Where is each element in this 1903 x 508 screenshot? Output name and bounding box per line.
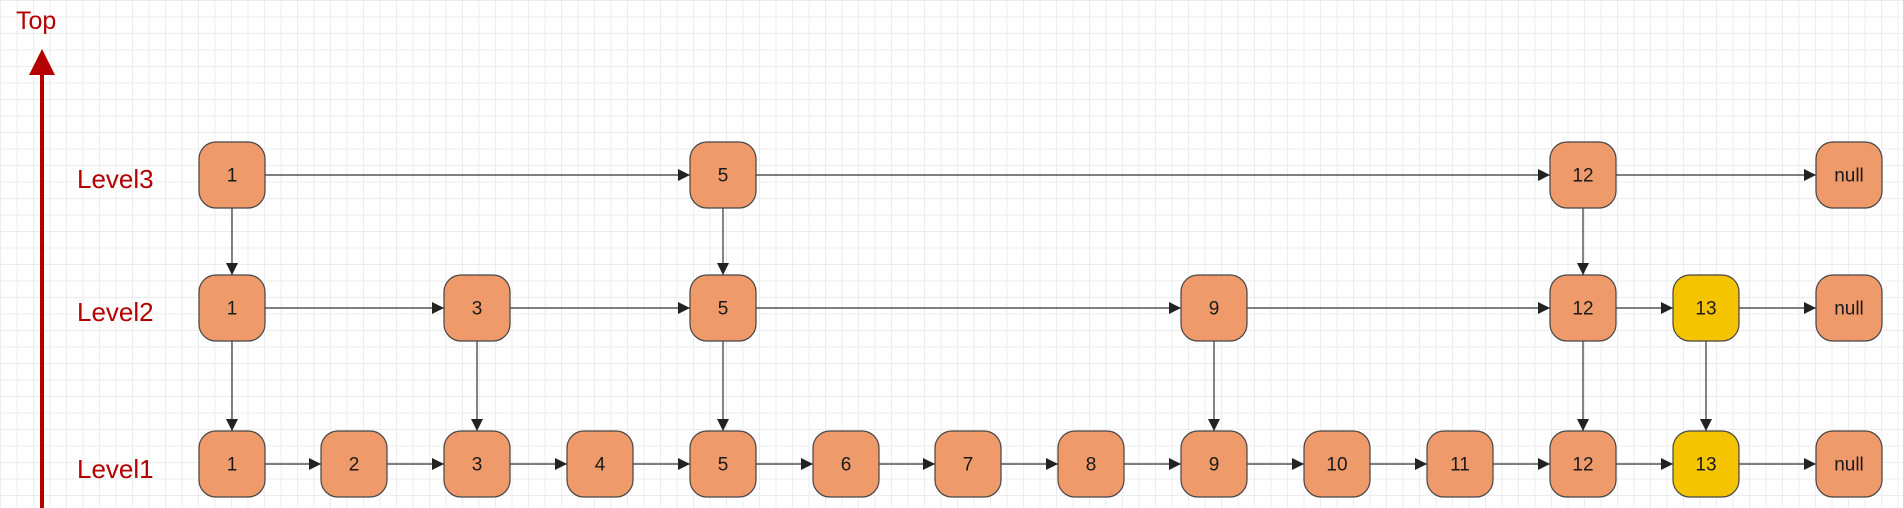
node-box [1549,430,1617,498]
node-label: 8 [1086,455,1097,476]
node-label: 6 [841,455,852,476]
node-6-level1: 6 [812,430,880,498]
node-box [1549,141,1617,209]
node-box [1180,430,1248,498]
node-box [443,274,511,342]
node-box [198,274,266,342]
node-label: null [1834,299,1864,320]
node-box [1057,430,1125,498]
node-null-level1: null [1815,430,1883,498]
node-13-level2: 13 [1672,274,1740,342]
node-label: 3 [472,299,483,320]
node-4-level1: 4 [566,430,634,498]
node-box [1815,430,1883,498]
node-label: 3 [472,455,483,476]
edges [226,169,1816,470]
node-5-level3: 5 [689,141,757,209]
node-label: 11 [1450,455,1470,476]
node-box [566,430,634,498]
node-box [934,430,1002,498]
level1-label: Level1 [77,454,154,484]
node-12-level3: 12 [1549,141,1617,209]
node-label: 1 [227,166,238,187]
node-box [1549,274,1617,342]
node-3-level1: 3 [443,430,511,498]
node-box [689,141,757,209]
node-label: 1 [227,455,238,476]
node-9-level1: 9 [1180,430,1248,498]
node-1-level2: 1 [198,274,266,342]
node-label: 5 [718,299,729,320]
node-box [689,274,757,342]
node-box [1815,141,1883,209]
highlighted-node-box [1672,274,1740,342]
node-box [1815,274,1883,342]
node-1-level1: 1 [198,430,266,498]
node-10-level1: 10 [1303,430,1371,498]
node-11-level1: 11 [1426,430,1494,498]
node-box [198,430,266,498]
node-label: null [1834,166,1864,187]
node-label: null [1834,455,1864,476]
node-label: 10 [1326,455,1347,476]
node-12-level2: 12 [1549,274,1617,342]
node-box [1180,274,1248,342]
top-axis-label: Top [16,7,56,35]
node-12-level1: 12 [1549,430,1617,498]
node-box [1303,430,1371,498]
node-null-level3: null [1815,141,1883,209]
node-box [320,430,388,498]
node-box [443,430,511,498]
node-1-level3: 1 [198,141,266,209]
node-null-level2: null [1815,274,1883,342]
level2-label: Level2 [77,297,154,327]
node-13-level1: 13 [1672,430,1740,498]
node-label: 9 [1209,455,1220,476]
node-label: 5 [718,455,729,476]
node-5-level2: 5 [689,274,757,342]
level3-label: Level3 [77,164,154,194]
node-label: 2 [349,455,360,476]
node-box [1426,430,1494,498]
highlighted-node-box [1672,430,1740,498]
node-label: 12 [1572,166,1593,187]
node-label: 5 [718,166,729,187]
node-label: 7 [963,455,974,476]
node-label: 1 [227,299,238,320]
node-label: 4 [595,455,606,476]
node-box [198,141,266,209]
node-9-level2: 9 [1180,274,1248,342]
node-label: 12 [1572,455,1593,476]
node-label: 13 [1695,299,1716,320]
node-label: 9 [1209,299,1220,320]
node-label: 12 [1572,299,1593,320]
node-3-level2: 3 [443,274,511,342]
node-box [812,430,880,498]
node-box [689,430,757,498]
node-8-level1: 8 [1057,430,1125,498]
node-2-level1: 2 [320,430,388,498]
node-label: 13 [1695,455,1716,476]
node-5-level1: 5 [689,430,757,498]
node-7-level1: 7 [934,430,1002,498]
